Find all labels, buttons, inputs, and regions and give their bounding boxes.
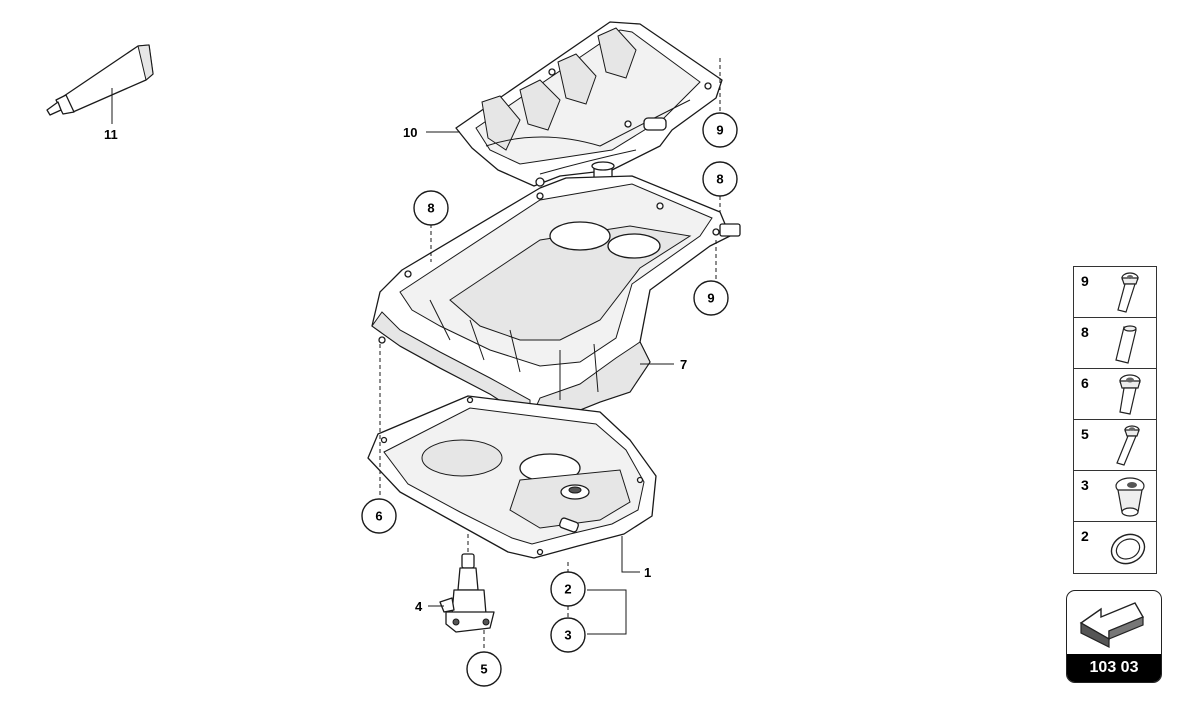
legend-number: 5 <box>1081 426 1089 442</box>
oil-level-sensor <box>439 553 495 633</box>
legend-item-5[interactable]: 5 <box>1074 420 1156 471</box>
parts-legend: 9 8 6 5 3 <box>1073 266 1157 574</box>
legend-number: 8 <box>1081 324 1089 340</box>
legend-number: 6 <box>1081 375 1089 391</box>
svg-text:8: 8 <box>427 201 434 216</box>
svg-text:6: 6 <box>375 509 382 524</box>
svg-text:8: 8 <box>716 172 723 187</box>
legend-item-2[interactable]: 2 <box>1074 522 1156 573</box>
legend-item-8[interactable]: 8 <box>1074 318 1156 369</box>
callout-8-right[interactable]: 8 <box>702 161 738 197</box>
label-4: 4 <box>415 599 423 614</box>
legend-number: 9 <box>1081 273 1089 289</box>
svg-text:3: 3 <box>564 628 571 643</box>
legend-item-3[interactable]: 3 <box>1074 471 1156 522</box>
label-1: 1 <box>644 565 651 580</box>
bolt-torx-short-icon <box>1119 374 1141 415</box>
callout-3[interactable]: 3 <box>550 617 586 653</box>
legend-number: 3 <box>1081 477 1089 493</box>
seal-ring-icon <box>1110 533 1146 565</box>
callout-5[interactable]: 5 <box>466 651 502 687</box>
label-11: 11 <box>104 127 118 142</box>
label-10: 10 <box>403 125 417 140</box>
svg-text:2: 2 <box>564 582 571 597</box>
legend-number: 2 <box>1081 528 1089 544</box>
callout-6[interactable]: 6 <box>361 498 397 534</box>
oil-baffle-plate <box>455 21 723 206</box>
reference-box[interactable]: 103 03 <box>1066 590 1162 683</box>
callout-9-right[interactable]: 9 <box>693 280 729 316</box>
bolt-torx-long-icon <box>1117 272 1139 313</box>
callout-2[interactable]: 2 <box>550 571 586 607</box>
reference-code: 103 03 <box>1067 654 1161 682</box>
drain-plug-icon <box>1115 477 1145 517</box>
direction-arrow-icon <box>1079 602 1145 648</box>
bolt-torx-flange-icon <box>1116 425 1140 466</box>
svg-text:9: 9 <box>716 123 723 138</box>
sealant-tube-icon <box>46 44 154 124</box>
dowel-pin-icon <box>1115 325 1137 364</box>
label-7: 7 <box>680 357 687 372</box>
legend-item-6[interactable]: 6 <box>1074 369 1156 420</box>
callout-8-left[interactable]: 8 <box>413 190 449 226</box>
svg-text:5: 5 <box>480 662 487 677</box>
svg-text:9: 9 <box>707 291 714 306</box>
upper-oil-pan <box>371 175 741 421</box>
lower-oil-pan <box>367 395 657 559</box>
callout-9-top[interactable]: 9 <box>702 112 738 148</box>
legend-item-9[interactable]: 9 <box>1074 267 1156 318</box>
